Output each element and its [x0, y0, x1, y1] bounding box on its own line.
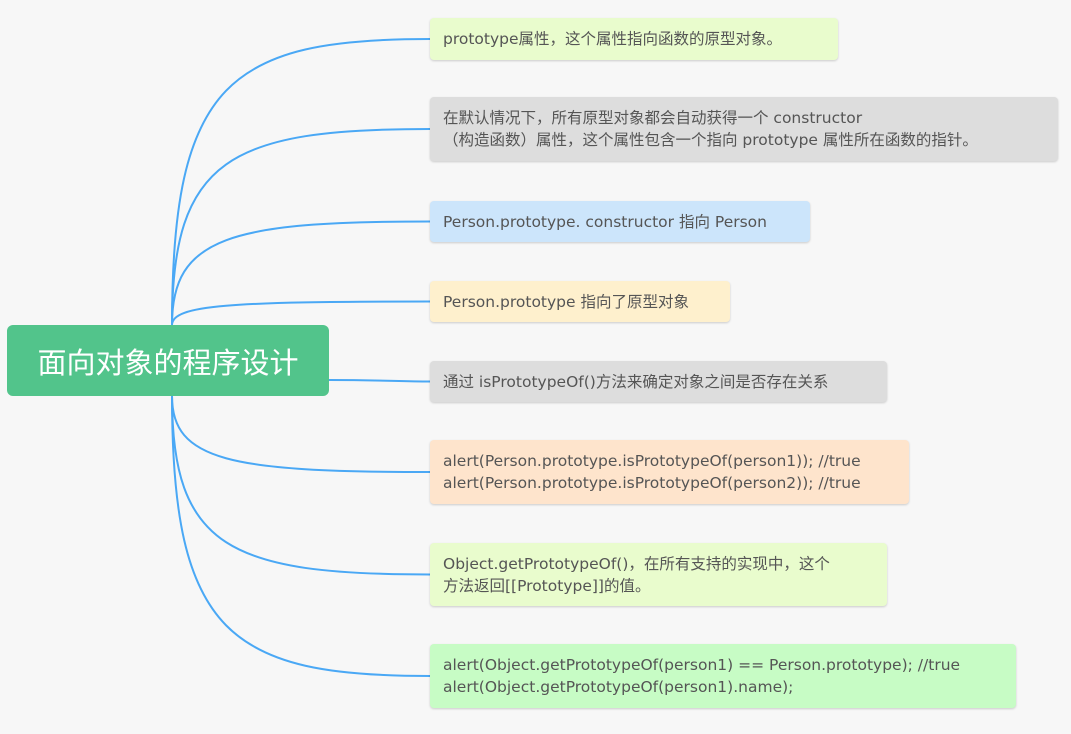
topic-line: alert(Person.prototype.isPrototypeOf(per… — [443, 474, 861, 492]
connector-line — [171, 395, 431, 677]
topic-constructor-points-person[interactable]: Person.prototype. constructor 指向 Person — [430, 201, 810, 242]
topic-line: 在默认情况下，所有原型对象都会自动获得一个 constructor — [443, 109, 863, 127]
root-topic-label: 面向对象的程序设计 — [37, 345, 299, 380]
topic-line: alert(Object.getPrototypeOf(person1).nam… — [443, 678, 794, 696]
connector-line — [328, 379, 431, 383]
topic-line: （构造函数）属性，这个属性包含一个指向 prototype 属性所在函数的指针。 — [443, 131, 978, 149]
connector-line — [171, 395, 431, 473]
topic-prototype-object[interactable]: Person.prototype 指向了原型对象 — [430, 281, 730, 322]
topic-getprototypeof[interactable]: Object.getPrototypeOf()，在所有支持的实现中，这个方法返回… — [430, 543, 887, 606]
root-topic[interactable]: 面向对象的程序设计 — [7, 325, 329, 396]
topic-isprototypeof[interactable]: 通过 isPrototypeOf()方法来确定对象之间是否存在关系 — [430, 361, 887, 402]
topic-constructor-default[interactable]: 在默认情况下，所有原型对象都会自动获得一个 constructor （构造函数）属… — [430, 97, 1058, 161]
connector-line — [171, 220, 431, 326]
topic-line: alert(Person.prototype.isPrototypeOf(per… — [443, 452, 861, 470]
topic-prototype-property[interactable]: prototype属性，这个属性指向函数的原型对象。 — [430, 18, 838, 60]
topic-getprototypeof-example[interactable]: alert(Object.getPrototypeOf(person1) == … — [430, 644, 1016, 708]
connector-line — [171, 38, 431, 326]
topic-line: Object.getPrototypeOf()，在所有支持的实现中，这个 — [443, 554, 830, 573]
topic-line: Person.prototype. constructor 指向 Person — [443, 212, 767, 231]
topic-line: alert(Object.getPrototypeOf(person1) == … — [443, 656, 961, 674]
connector-line — [171, 395, 431, 576]
topic-isprototypeof-example[interactable]: alert(Person.prototype.isPrototypeOf(per… — [430, 440, 909, 504]
topic-line: 方法返回[[Prototype]]的值。 — [443, 576, 651, 595]
topic-line: 通过 isPrototypeOf()方法来确定对象之间是否存在关系 — [443, 372, 829, 391]
connector-line — [171, 128, 431, 326]
topic-line: prototype属性，这个属性指向函数的原型对象。 — [443, 30, 783, 48]
topic-line: Person.prototype 指向了原型对象 — [443, 292, 689, 311]
connector-line — [171, 300, 431, 326]
